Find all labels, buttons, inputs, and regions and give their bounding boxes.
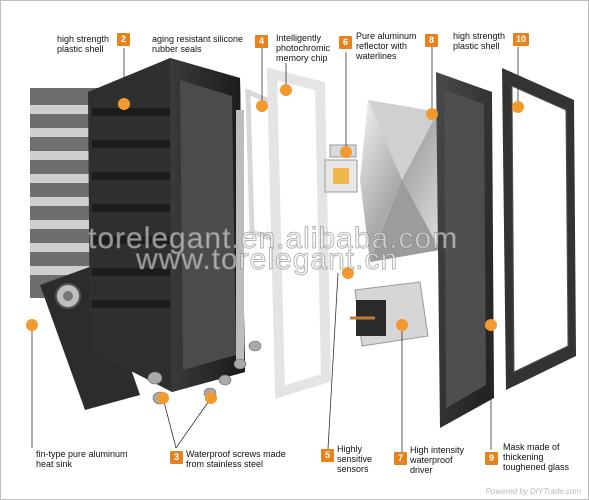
leader-lines [31,47,519,452]
number-badge-3: 3 [170,451,183,464]
number-badge-2: 2 [117,33,130,46]
glass-mask-part [436,72,494,428]
number-badge-8: 8 [425,34,438,47]
number-badge-10: 10 [513,33,529,46]
number-badge-4: 4 [255,35,268,48]
callout-markers [26,84,524,404]
label-8: Pure aluminum reflector with waterlines [356,31,417,61]
memory-chip-part [324,144,358,193]
label-3: Waterproof screws made from stainless st… [186,449,286,469]
number-badge-9: 9 [485,452,498,465]
number-badge-5: 5 [321,449,334,462]
label-10: high strength plastic shell [453,31,506,51]
gasket-part [266,67,332,399]
footer-credit: Powered by DIYTrade.com [485,487,581,496]
label-5: Highly sensitive sensors [337,444,373,474]
number-badge-7: 7 [394,452,407,465]
plastic-shell-part [88,58,245,392]
label-6: Intelligently photochromic memory chip [276,33,331,63]
driver-part [350,281,429,347]
label-7: High intensity waterproof driver [410,445,465,475]
front-shell-part [502,68,576,390]
reflector-part [360,100,440,262]
label-4: aging resistant silicone rubber seals [152,34,244,54]
label-9: Mask made of thickening toughened glass [503,442,570,472]
label-1: fin-type pure aluminum heat sink [36,449,128,469]
label-2: high strength plastic shell [57,34,110,54]
watermark-line-2: www.torelegant.cn [135,243,399,277]
watermark-line-1: torelegant.en.alibaba.com [87,222,459,256]
number-badge-6: 6 [339,36,352,49]
